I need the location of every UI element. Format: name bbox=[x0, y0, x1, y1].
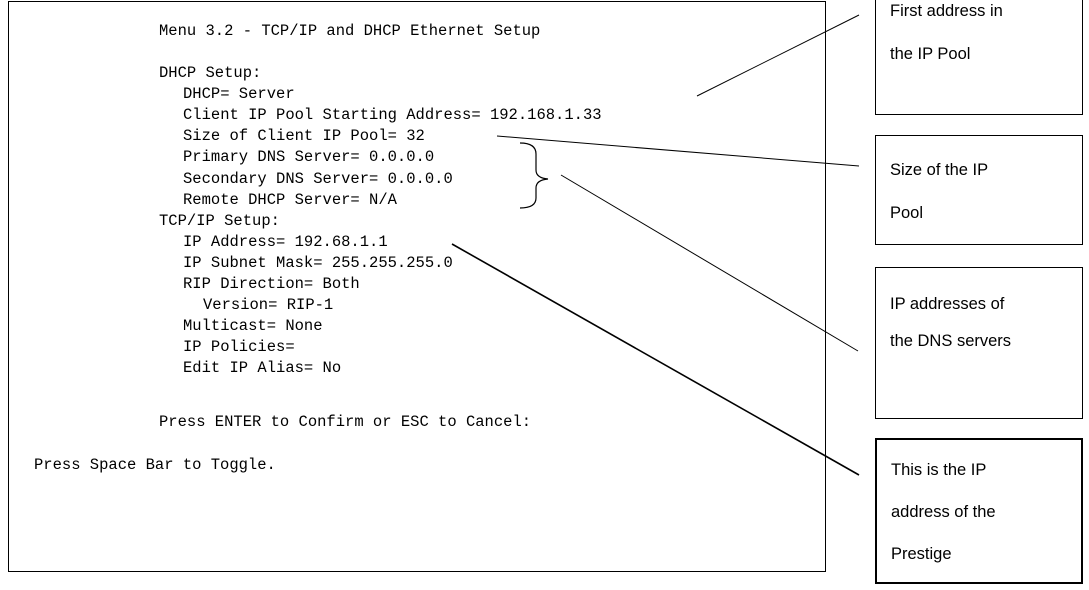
ip-address-field[interactable]: IP Address= 192.68.1.1 bbox=[183, 233, 388, 251]
client-ip-pool-start-field[interactable]: Client IP Pool Starting Address= 192.168… bbox=[183, 106, 602, 124]
callout-dns-servers-line1: IP addresses of bbox=[890, 295, 1005, 313]
callout-prestige-ip: This is the IP address of the Prestige bbox=[875, 438, 1083, 584]
callout-dns-servers: IP addresses of the DNS servers bbox=[875, 267, 1083, 419]
menu-title: Menu 3.2 - TCP/IP and DHCP Ethernet Setu… bbox=[159, 22, 541, 40]
ip-policies-field[interactable]: IP Policies= bbox=[183, 338, 295, 356]
confirm-prompt: Press ENTER to Confirm or ESC to Cancel: bbox=[159, 413, 532, 431]
dhcp-setup-heading: DHCP Setup: bbox=[159, 64, 262, 82]
callout-pool-start-line1: First address in bbox=[890, 2, 1003, 20]
terminal-screen bbox=[8, 1, 826, 572]
callout-pool-size-line1: Size of the IP bbox=[890, 161, 989, 179]
remote-dhcp-field[interactable]: Remote DHCP Server= N/A bbox=[183, 191, 397, 209]
callout-pool-start: First address in the IP Pool bbox=[875, 0, 1083, 115]
callout-pool-size: Size of the IP Pool bbox=[875, 135, 1083, 245]
callout-pool-size-line2: Pool bbox=[890, 204, 924, 222]
edit-ip-alias-field[interactable]: Edit IP Alias= No bbox=[183, 359, 342, 377]
subnet-mask-field[interactable]: IP Subnet Mask= 255.255.255.0 bbox=[183, 254, 453, 272]
rip-version-field[interactable]: Version= RIP-1 bbox=[203, 296, 334, 314]
callout-prestige-ip-line2: address of the bbox=[891, 503, 996, 521]
secondary-dns-field[interactable]: Secondary DNS Server= 0.0.0.0 bbox=[183, 170, 453, 188]
rip-direction-field[interactable]: RIP Direction= Both bbox=[183, 275, 360, 293]
primary-dns-field[interactable]: Primary DNS Server= 0.0.0.0 bbox=[183, 148, 435, 166]
tcpip-setup-heading: TCP/IP Setup: bbox=[159, 212, 280, 230]
multicast-field[interactable]: Multicast= None bbox=[183, 317, 323, 335]
client-ip-pool-size-field[interactable]: Size of Client IP Pool= 32 bbox=[183, 127, 425, 145]
callout-prestige-ip-line1: This is the IP bbox=[891, 461, 987, 479]
callout-dns-servers-line2: the DNS servers bbox=[890, 332, 1012, 350]
dhcp-field[interactable]: DHCP= Server bbox=[183, 85, 295, 103]
callout-prestige-ip-line3: Prestige bbox=[891, 545, 952, 563]
callout-pool-start-line2: the IP Pool bbox=[890, 45, 971, 63]
toggle-hint: Press Space Bar to Toggle. bbox=[34, 456, 276, 474]
